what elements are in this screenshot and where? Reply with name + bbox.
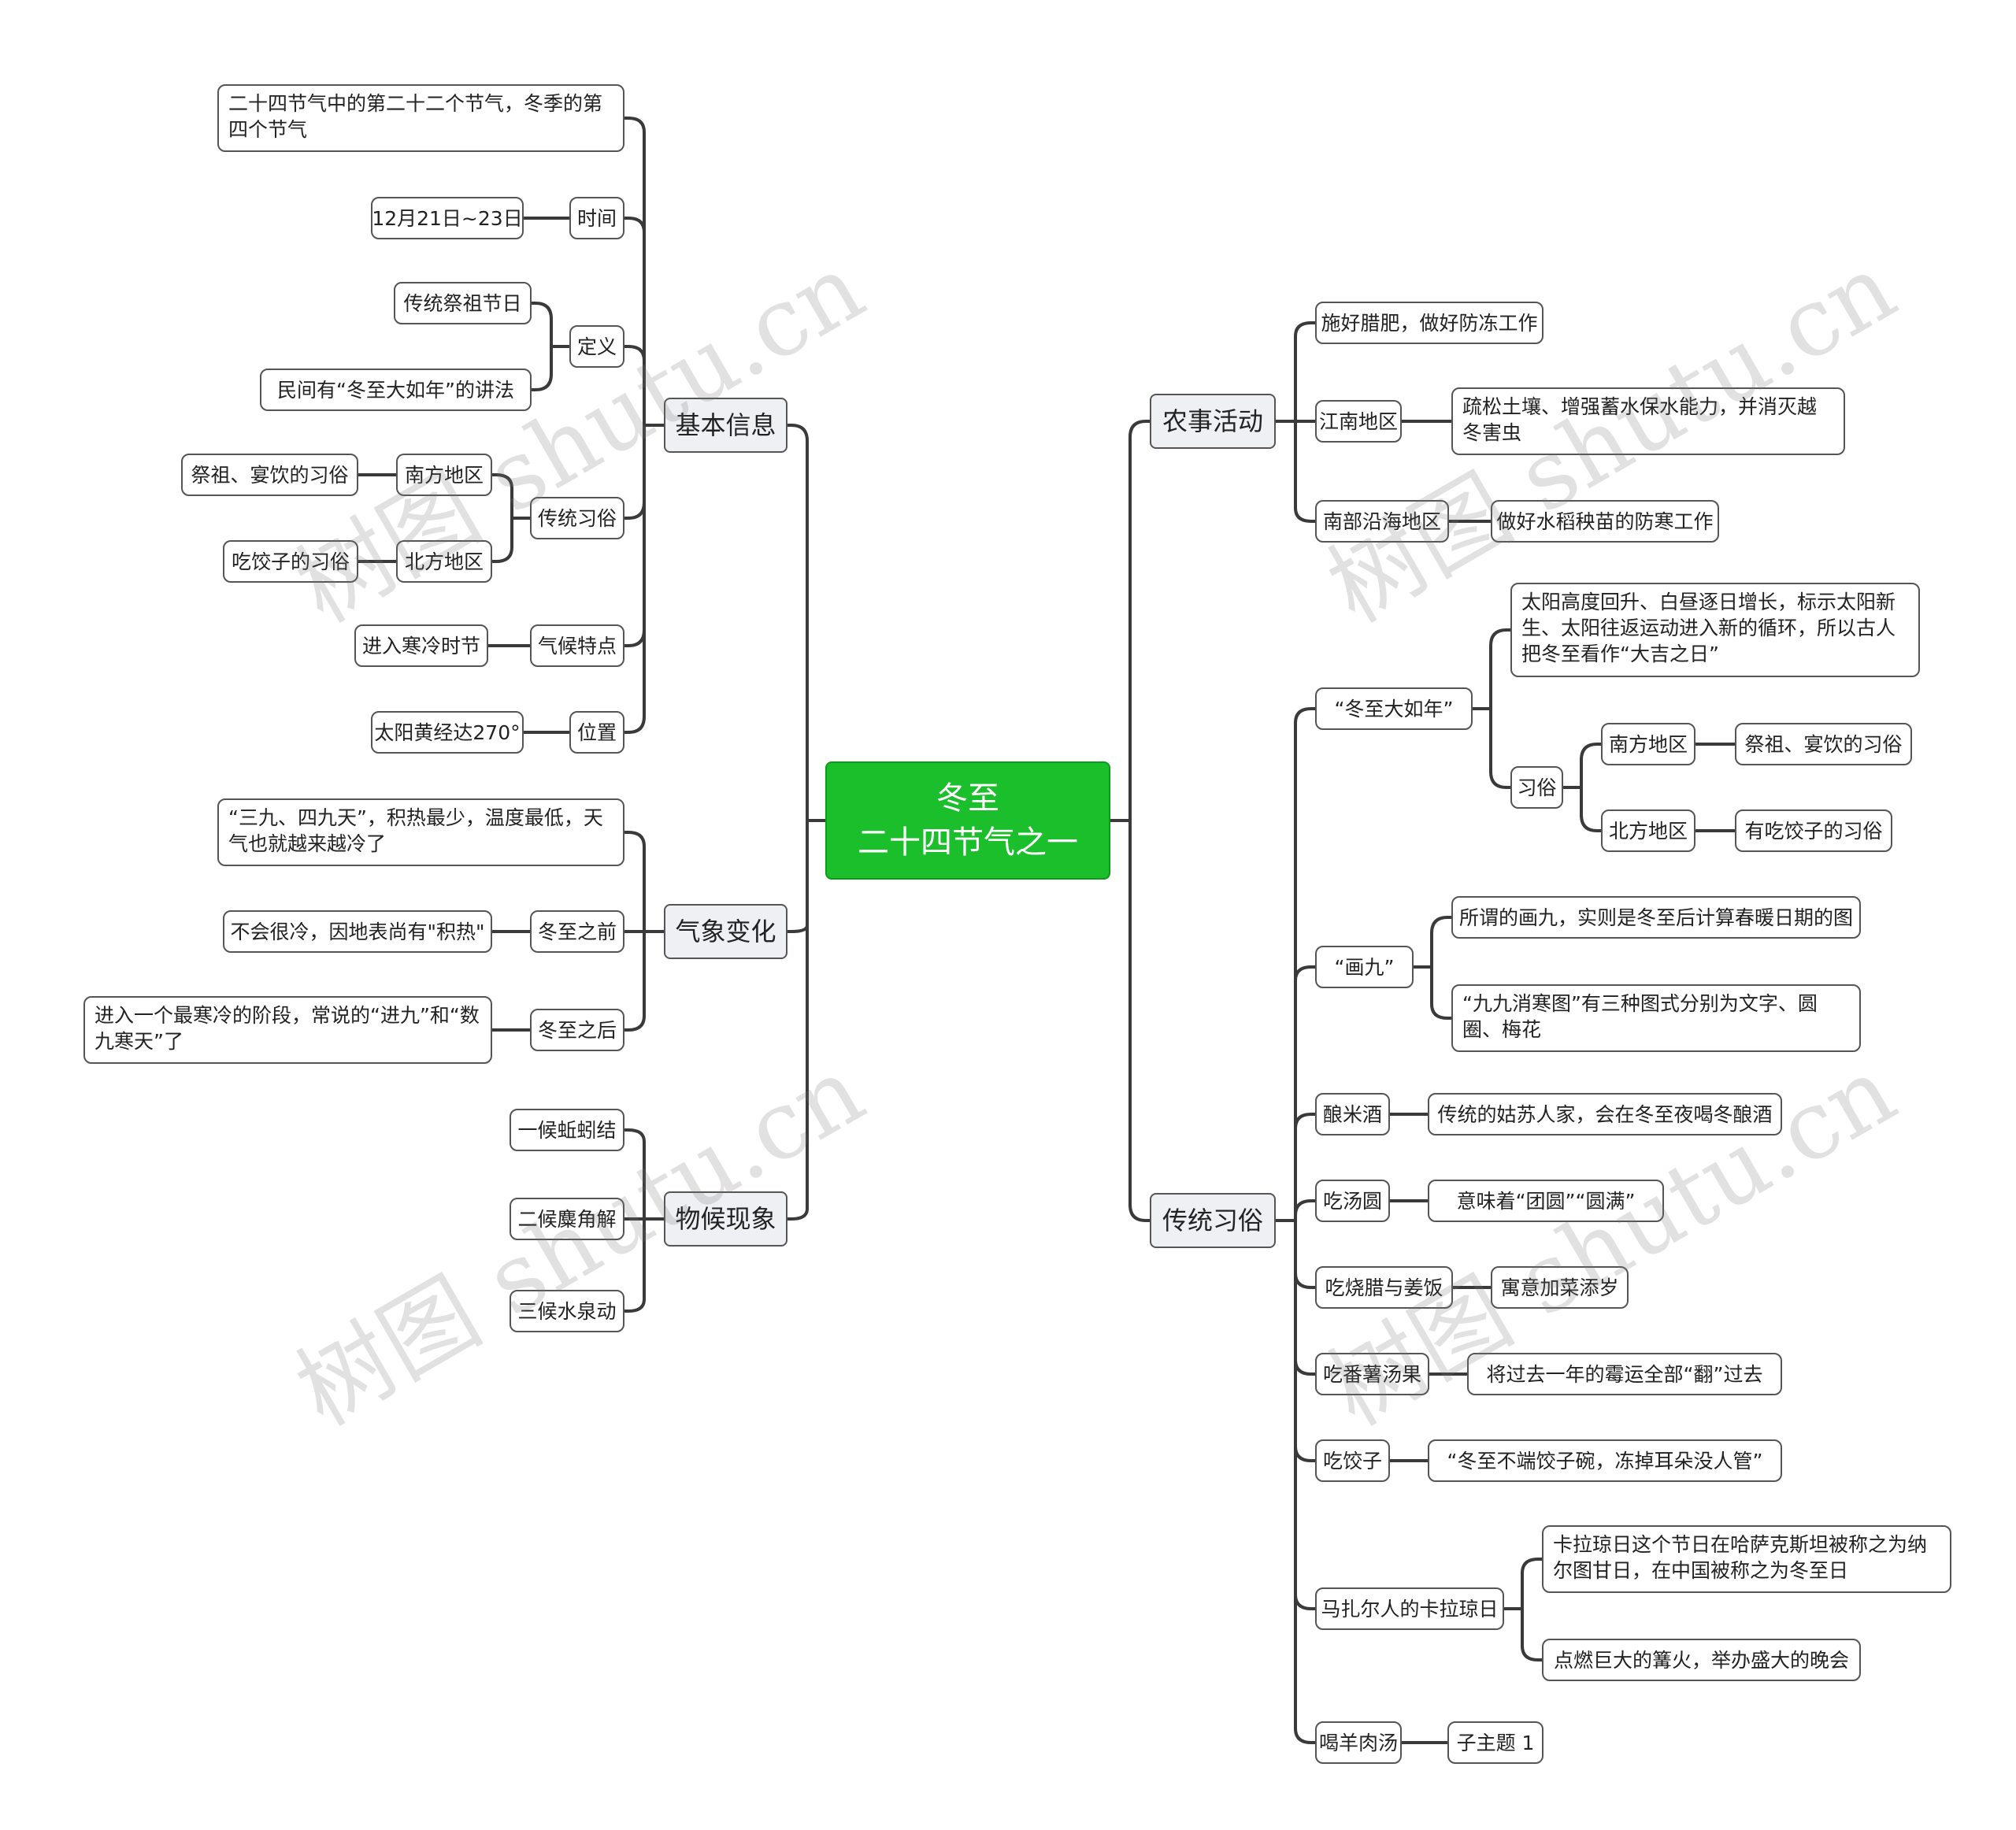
dumplings-label[interactable]: 吃饺子 xyxy=(1315,1439,1390,1482)
south-custom[interactable]: 祭祖、宴饮的习俗 xyxy=(181,454,358,496)
mutton-value[interactable]: 子主题 1 xyxy=(1447,1721,1544,1764)
ricewine-label[interactable]: 酿米酒 xyxy=(1315,1093,1390,1135)
shaola-label[interactable]: 吃烧腊与姜饭 xyxy=(1315,1266,1453,1309)
shaola-value[interactable]: 寓意加菜添岁 xyxy=(1491,1266,1629,1309)
phenology-item[interactable]: 二候麋角解 xyxy=(510,1198,624,1240)
bignewyear-desc[interactable]: 太阳高度回升、白昼逐日增长，标示太阳新生、太阳往返运动进入新的循环，所以古人把冬… xyxy=(1510,583,1920,677)
bignewyear-label[interactable]: “冬至大如年” xyxy=(1315,687,1473,730)
topic-weather[interactable]: 气象变化 xyxy=(664,904,788,959)
tangyuan-label[interactable]: 吃汤圆 xyxy=(1315,1180,1390,1222)
definition-item[interactable]: 传统祭祖节日 xyxy=(394,282,532,324)
north-region[interactable]: 北方地区 xyxy=(396,540,492,583)
root-subtitle: 二十四节气之一 xyxy=(858,824,1078,861)
coast-label[interactable]: 南部沿海地区 xyxy=(1315,500,1449,543)
definition-label[interactable]: 定义 xyxy=(569,325,624,368)
farm-item[interactable]: 施好腊肥，做好防冻工作 xyxy=(1315,302,1544,344)
ricewine-value[interactable]: 传统的姑苏人家，会在冬至夜喝冬酿酒 xyxy=(1428,1093,1782,1135)
potato-value[interactable]: 将过去一年的霉运全部“翻”过去 xyxy=(1467,1353,1782,1395)
south-region[interactable]: 南方地区 xyxy=(396,454,492,496)
phenology-item[interactable]: 一候蚯蚓结 xyxy=(510,1109,624,1151)
topic-customs[interactable]: 传统习俗 xyxy=(1150,1193,1276,1248)
north-region[interactable]: 北方地区 xyxy=(1601,809,1695,852)
before-value[interactable]: 不会很冷，因地表尚有"积热" xyxy=(223,910,492,953)
south-region[interactable]: 南方地区 xyxy=(1601,723,1695,765)
customs-label[interactable]: 传统习俗 xyxy=(530,497,624,539)
basic-intro[interactable]: 二十四节气中的第二十二个节气，冬季的第四个节气 xyxy=(217,84,624,152)
jiangnan-value[interactable]: 疏松土壤、增强蓄水保水能力，并消灭越冬害虫 xyxy=(1451,387,1845,455)
tangyuan-value[interactable]: 意味着“团圆”“圆满” xyxy=(1428,1180,1664,1222)
after-label[interactable]: 冬至之后 xyxy=(530,1009,624,1051)
position-label[interactable]: 位置 xyxy=(569,711,624,754)
mutton-label[interactable]: 喝羊肉汤 xyxy=(1315,1721,1402,1764)
north-custom[interactable]: 吃饺子的习俗 xyxy=(223,540,358,583)
position-value[interactable]: 太阳黄经达270° xyxy=(371,711,524,754)
time-value[interactable]: 12月21日~23日 xyxy=(371,197,524,239)
phenology-item[interactable]: 三候水泉动 xyxy=(510,1290,624,1332)
topic-phenology[interactable]: 物候现象 xyxy=(664,1191,788,1247)
after-value[interactable]: 进入一个最寒冷的阶段，常说的“进九”和“数九寒天”了 xyxy=(83,996,492,1064)
south-custom[interactable]: 祭祖、宴饮的习俗 xyxy=(1735,723,1912,765)
huajiu-item[interactable]: “九九消寒图”有三种图式分别为文字、圆圈、梅花 xyxy=(1451,984,1861,1052)
north-custom[interactable]: 有吃饺子的习俗 xyxy=(1735,809,1892,852)
karajun-label[interactable]: 马扎尔人的卡拉琼日 xyxy=(1315,1587,1504,1630)
time-label[interactable]: 时间 xyxy=(569,197,624,239)
coast-value[interactable]: 做好水稻秧苗的防寒工作 xyxy=(1491,500,1719,543)
potato-label[interactable]: 吃番薯汤果 xyxy=(1315,1353,1429,1395)
dumplings-value[interactable]: “冬至不端饺子碗，冻掉耳朵没人管” xyxy=(1428,1439,1782,1482)
root-title: 冬至 xyxy=(936,780,999,817)
huajiu-item[interactable]: 所谓的画九，实则是冬至后计算春暖日期的图 xyxy=(1451,896,1861,939)
climate-label[interactable]: 气候特点 xyxy=(530,624,624,667)
weather-note[interactable]: “三九、四九天”，积热最少，温度最低，天气也就越来越冷了 xyxy=(217,798,624,866)
jiangnan-label[interactable]: 江南地区 xyxy=(1315,400,1402,443)
topic-basic-info[interactable]: 基本信息 xyxy=(664,398,788,453)
root-node[interactable]: 冬至 二十四节气之一 xyxy=(825,761,1110,880)
definition-item[interactable]: 民间有“冬至大如年”的讲法 xyxy=(260,369,532,411)
before-label[interactable]: 冬至之前 xyxy=(530,910,624,953)
karajun-item[interactable]: 卡拉琼日这个节日在哈萨克斯坦被称之为纳尔图甘日，在中国被称之为冬至日 xyxy=(1542,1525,1951,1593)
karajun-item[interactable]: 点燃巨大的篝火，举办盛大的晚会 xyxy=(1542,1639,1861,1681)
climate-value[interactable]: 进入寒冷时节 xyxy=(354,624,488,667)
huajiu-label[interactable]: “画九” xyxy=(1315,946,1414,988)
topic-farming[interactable]: 农事活动 xyxy=(1150,394,1276,449)
bignewyear-custom-label[interactable]: 习俗 xyxy=(1510,766,1563,809)
